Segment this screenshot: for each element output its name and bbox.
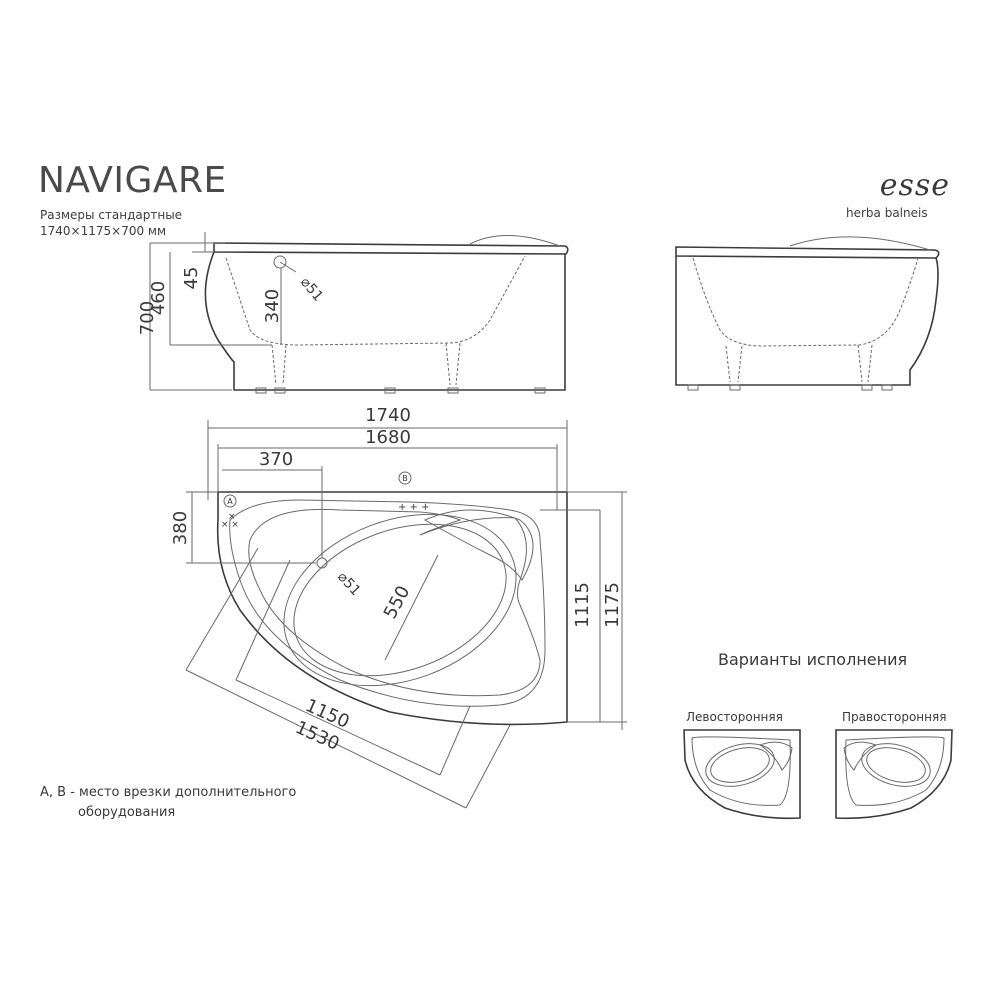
size-value: 1740×1175×700 мм <box>40 224 167 238</box>
top-drain-label: ⌀51 <box>334 569 363 599</box>
svg-text:×: × <box>228 512 236 522</box>
dim-340: 340 <box>262 289 283 323</box>
svg-text:× ×: × × <box>221 520 239 530</box>
model-title: NAVIGARE <box>38 160 227 201</box>
dim-370: 370 <box>259 449 293 470</box>
svg-text:+ + +: + + + <box>398 502 430 513</box>
svg-text:⌀51: ⌀51 <box>297 274 326 304</box>
dim-1680: 1680 <box>365 427 411 448</box>
dim-380: 380 <box>170 511 191 545</box>
equipment-note: A, B - место врезки дополнительного обор… <box>40 783 296 823</box>
dim-700: 700 <box>137 301 158 335</box>
dim-550: 550 <box>380 582 415 622</box>
brand-logo: esse <box>879 168 950 203</box>
marker-a: A <box>227 497 233 506</box>
dim-45: 45 <box>181 267 202 290</box>
variant-right-label: Правосторонняя <box>842 710 947 724</box>
variants-title: Варианты исполнения <box>718 650 908 669</box>
side-view-left <box>149 232 569 394</box>
side-drain-label: ⌀51 <box>297 274 326 304</box>
dim-1115: 1115 <box>572 582 593 628</box>
note-line-1: A, B - место врезки дополнительного <box>40 785 297 800</box>
dim-460: 460 <box>148 281 169 315</box>
variant-left-drawing <box>683 729 801 820</box>
note-line-2: оборудования <box>78 805 176 820</box>
variant-left-label: Левосторонняя <box>686 710 783 724</box>
marker-b: B <box>402 474 408 483</box>
side-view-right <box>675 236 940 391</box>
variant-right-drawing <box>835 729 953 820</box>
dim-1740: 1740 <box>365 405 411 426</box>
size-caption: Размеры стандартные <box>40 208 183 222</box>
svg-text:⌀51: ⌀51 <box>334 569 363 599</box>
top-view: + + + × × × <box>185 420 627 809</box>
dim-1175: 1175 <box>602 582 623 628</box>
brand-tagline: herba balneis <box>846 206 928 220</box>
